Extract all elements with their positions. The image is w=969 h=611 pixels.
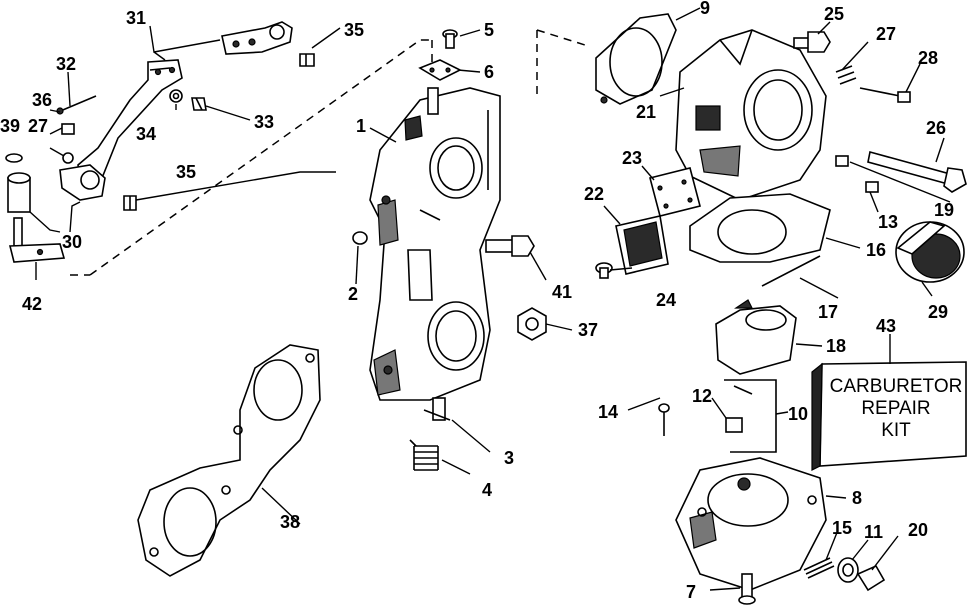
kit-label-line-3: KIT	[881, 420, 911, 441]
callout-15: 15	[832, 518, 852, 538]
spring-27-right	[835, 65, 857, 85]
bolt-25	[793, 31, 831, 53]
washer-11	[837, 557, 859, 583]
spring-4	[409, 439, 439, 471]
washer-39	[5, 153, 23, 163]
callout-32: 32	[56, 54, 76, 74]
callout-23: 23	[622, 148, 642, 168]
callout-1: 1	[356, 116, 366, 136]
callout-12: 12	[692, 386, 712, 406]
diaphragm-plate-22	[615, 215, 669, 275]
callout-29: 29	[928, 302, 948, 322]
screw-35-upper	[299, 53, 315, 67]
kit-label-line-2: REPAIR	[861, 398, 930, 419]
callout-39: 39	[0, 116, 20, 136]
screw-24	[595, 262, 613, 279]
callout-7: 7	[686, 582, 696, 602]
cover-23	[649, 167, 701, 217]
float-18	[715, 299, 797, 375]
callout-19: 19	[934, 200, 954, 220]
throttle-lever-end	[59, 164, 106, 201]
callout-42: 42	[22, 294, 42, 314]
throttle-arm-31	[77, 59, 183, 181]
spring-15	[803, 557, 835, 579]
callout-27-left: 27	[28, 116, 48, 136]
callout-10: 10	[788, 404, 808, 424]
bushing-30	[7, 172, 31, 213]
gasket-16	[689, 193, 831, 263]
callout-16: 16	[866, 240, 886, 260]
bolt-41	[485, 235, 535, 257]
callout-25: 25	[824, 4, 844, 24]
nut-37	[517, 307, 547, 341]
callout-30: 30	[62, 232, 82, 252]
small-nut-36	[61, 123, 75, 135]
throttle-linkage-group	[5, 21, 315, 263]
callout-28: 28	[918, 48, 938, 68]
nut-13	[865, 181, 879, 193]
callout-4: 4	[482, 480, 492, 500]
callout-6: 6	[484, 62, 494, 82]
callout-9: 9	[700, 0, 710, 18]
callout-labels: 31 35 32 36 39 27 34 33 35 30 42 5 6 1 2…	[0, 0, 954, 602]
washer-27-left	[62, 152, 74, 164]
callout-38: 38	[280, 512, 300, 532]
callout-21: 21	[636, 102, 656, 122]
needle-valve-group-10	[724, 379, 777, 453]
screw-28	[859, 87, 911, 103]
callout-17: 17	[818, 302, 838, 322]
gasket-38	[137, 344, 321, 577]
dashed-assembly-lines	[70, 29, 586, 276]
pin-17	[761, 255, 821, 287]
callout-37: 37	[578, 320, 598, 340]
bolt-26	[867, 151, 967, 193]
callout-43: 43	[876, 316, 896, 336]
screw-5	[442, 29, 458, 49]
callout-31: 31	[126, 8, 146, 28]
repair-kit-box-43: CARBURETOR REPAIR KIT	[811, 361, 967, 471]
callout-24: 24	[656, 290, 676, 310]
plug-20	[856, 564, 886, 592]
leader-lines	[29, 7, 951, 591]
callout-20: 20	[908, 520, 928, 540]
washer-34	[169, 89, 183, 103]
callout-18: 18	[826, 336, 846, 356]
callout-22: 22	[584, 184, 604, 204]
pin-3	[423, 409, 451, 421]
callout-8: 8	[852, 488, 862, 508]
carburetor-body-1	[369, 87, 501, 421]
screw-33	[191, 97, 207, 111]
kit-label-line-1: CARBURETOR	[830, 376, 963, 397]
linkage-rod-32	[56, 95, 97, 115]
plate-6	[418, 59, 462, 81]
screw-7	[738, 573, 756, 605]
callout-14: 14	[598, 402, 618, 422]
callout-33: 33	[254, 112, 274, 132]
callout-35-upper: 35	[344, 20, 364, 40]
callout-41: 41	[552, 282, 572, 302]
adapter-body-21	[675, 29, 827, 201]
plug-2	[352, 231, 368, 245]
callout-13: 13	[878, 212, 898, 232]
callout-5: 5	[484, 20, 494, 40]
callout-26: 26	[926, 118, 946, 138]
linkage-bracket-31	[221, 21, 293, 55]
screw-35-lower	[123, 195, 137, 211]
screw-14	[658, 403, 670, 436]
callout-27-right: 27	[876, 24, 896, 44]
callout-35-lower: 35	[176, 162, 196, 182]
callout-11: 11	[864, 522, 883, 542]
gasket-9	[595, 13, 677, 105]
flame-arrestor-ring-29	[895, 221, 965, 283]
shaft-42	[8, 217, 66, 263]
callout-2: 2	[348, 284, 358, 304]
callout-34: 34	[136, 124, 156, 144]
callout-36: 36	[32, 90, 52, 110]
float-bowl-8	[675, 457, 827, 591]
callout-3: 3	[504, 448, 514, 468]
washer-19	[835, 155, 849, 167]
